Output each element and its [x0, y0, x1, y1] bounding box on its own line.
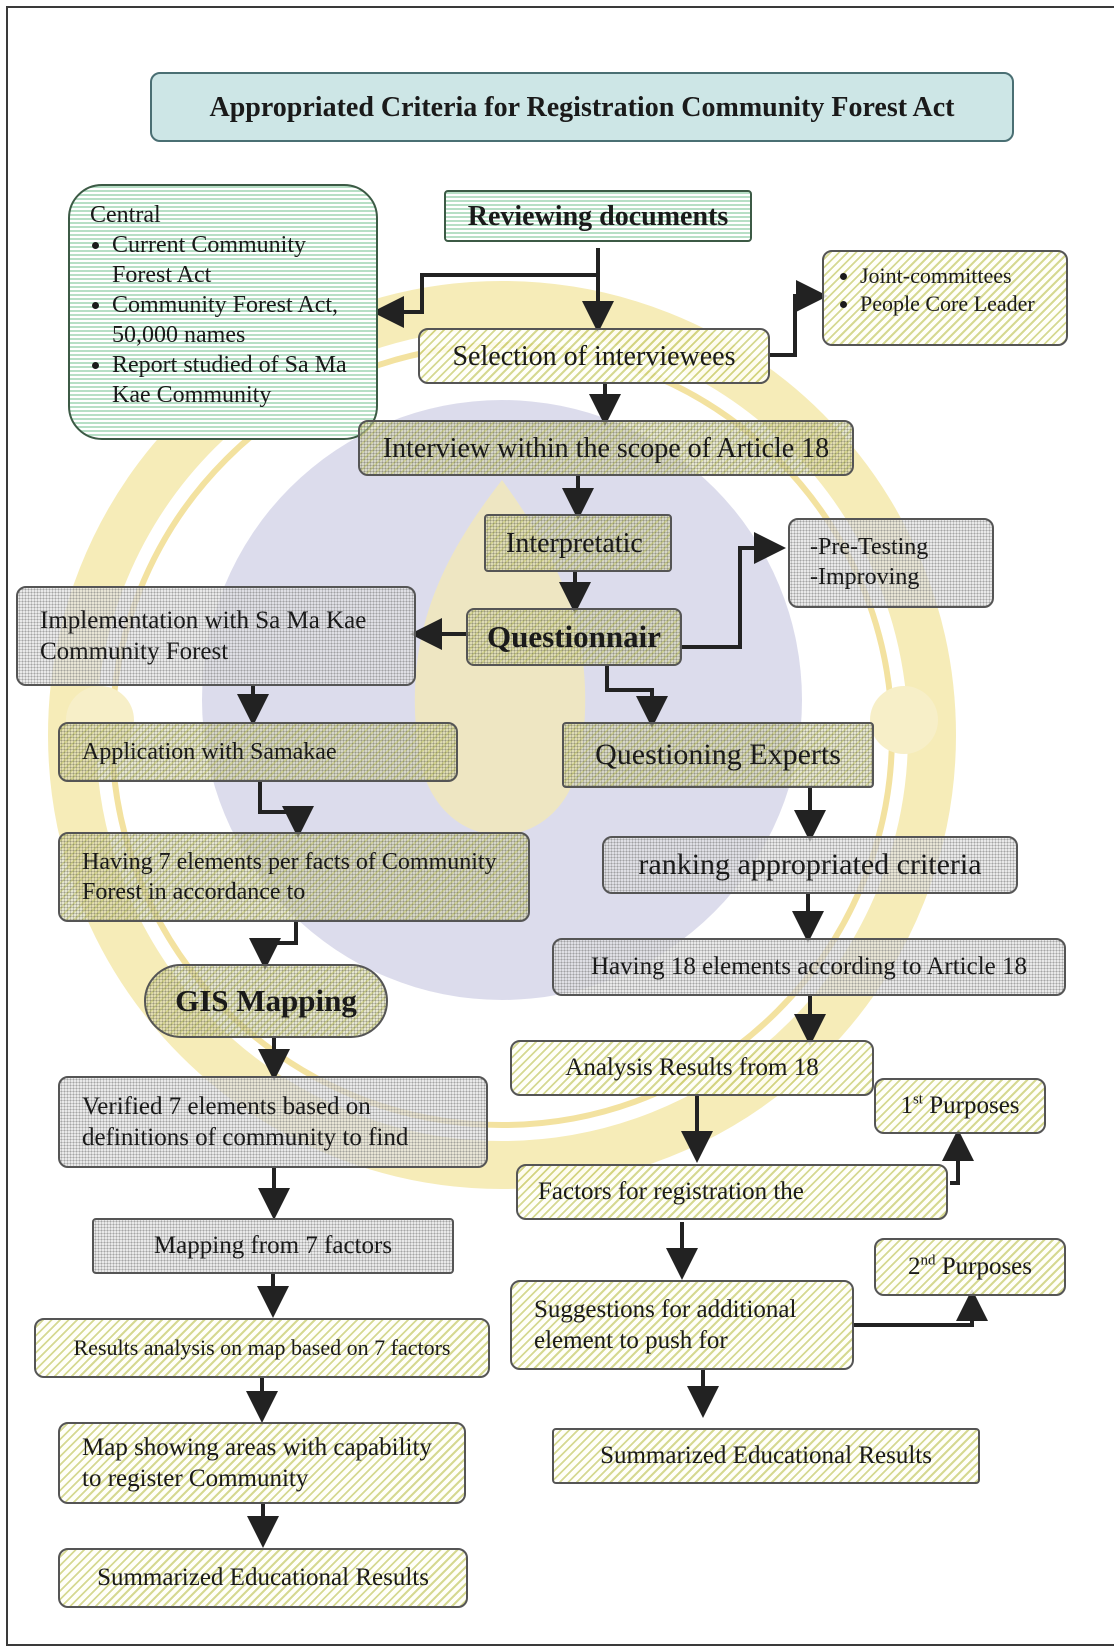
purpose-2-label: Purposes — [935, 1253, 1033, 1281]
gis-mapping-box: GIS Mapping — [144, 964, 388, 1038]
gis-mapping-text: GIS Mapping — [175, 982, 357, 1018]
seven-elements-box: Having 7 elements per facts of Community… — [58, 832, 530, 922]
map-showing-box: Map showing areas with capability to reg… — [58, 1422, 466, 1504]
ranking-box: ranking appropriated criteria — [602, 836, 1018, 894]
diagram-title-text: Appropriated Criteria for Registration C… — [209, 91, 955, 123]
verified-text: Verified 7 elements based on definitions… — [82, 1092, 409, 1151]
implementation-text: Implementation with Sa Ma Kae Community … — [40, 606, 367, 665]
central-list: Current Community Forest Act Community F… — [90, 230, 356, 410]
arrow-suggestions-to-purpose2 — [854, 1289, 988, 1327]
interpretation-text: Interpretatic — [506, 527, 643, 559]
purpose-2-box: 2nd Purposes — [874, 1238, 1066, 1296]
summary-left-text: Summarized Educational Results — [97, 1564, 429, 1592]
seven-elements-text: Having 7 elements per facts of Community… — [82, 849, 497, 905]
purpose-1-text: 1st Purposes — [900, 1090, 1019, 1121]
interviewee-item: Joint-committees — [860, 262, 1052, 290]
selection-box: Selection of interviewees — [418, 328, 770, 384]
central-heading: Central — [90, 202, 161, 228]
reviewing-documents-box: Reviewing documents — [444, 190, 752, 242]
implementation-box: Implementation with Sa Ma Kae Community … — [16, 586, 416, 686]
purpose-1-label: Purposes — [922, 1092, 1020, 1120]
arrow-review-to-central — [372, 248, 600, 328]
purpose-1-box: 1st Purposes — [874, 1078, 1046, 1134]
mapping-7-text: Mapping from 7 factors — [153, 1232, 393, 1260]
summary-right-text: Summarized Educational Results — [600, 1442, 932, 1470]
pretest-line: -Pre-Testing — [810, 534, 929, 560]
results-map-text: Results analysis on map based on 7 facto… — [73, 1335, 451, 1361]
arrow-application-to-seven — [258, 782, 314, 838]
arrow-factors-to-purpose1 — [942, 1129, 974, 1185]
arrow-seven-to-gis — [249, 920, 298, 970]
summary-right-box: Summarized Educational Results — [552, 1428, 980, 1484]
analysis-18-box: Analysis Results from 18 — [510, 1040, 874, 1096]
suggestions-text: Suggestions for additional element to pu… — [534, 1295, 797, 1354]
pretest-line: -Improving — [810, 564, 920, 590]
suggestions-box: Suggestions for additional element to pu… — [510, 1280, 854, 1370]
purpose-1-sup: st — [912, 1092, 923, 1109]
application-box: Application with Samakae — [58, 722, 458, 782]
interview-text: Interview within the scope of Article 18 — [382, 432, 830, 464]
central-item: Report studied of Sa Ma Kae Community — [112, 350, 356, 410]
seal-flower-right — [870, 686, 938, 754]
summary-left-box: Summarized Educational Results — [58, 1548, 468, 1608]
purpose-2-sup: nd — [920, 1253, 936, 1270]
diagram-title: Appropriated Criteria for Registration C… — [150, 72, 1014, 142]
analysis-18-text: Analysis Results from 18 — [565, 1054, 819, 1082]
central-item: Current Community Forest Act — [112, 230, 356, 290]
ranking-text: ranking appropriated criteria — [638, 848, 982, 882]
selection-text: Selection of interviewees — [452, 340, 736, 372]
eighteen-elements-text: Having 18 elements according to Article … — [591, 953, 1027, 981]
interpretation-box: Interpretatic — [484, 514, 672, 572]
factors-registration-box: Factors for registration the — [516, 1164, 948, 1220]
questionnaire-box: Questionnair — [466, 608, 682, 666]
purpose-1-num: 1 — [900, 1092, 913, 1120]
purpose-2-num: 2 — [907, 1253, 921, 1281]
reviewing-documents-text: Reviewing documents — [467, 200, 729, 232]
experts-box: Questioning Experts — [562, 722, 874, 788]
verified-box: Verified 7 elements based on definitions… — [58, 1076, 488, 1168]
pretest-box: -Pre-Testing -Improving — [788, 518, 994, 608]
mapping-7-box: Mapping from 7 factors — [92, 1218, 454, 1274]
interviewees-list: Joint-committees People Core Leader — [838, 262, 1052, 317]
purpose-2-text: 2nd Purposes — [908, 1251, 1032, 1282]
arrow-questionnaire-to-experts — [605, 664, 668, 728]
interviewee-item: People Core Leader — [860, 290, 1052, 318]
arrow-questionnaire-to-pretest — [682, 532, 786, 649]
central-item: Community Forest Act, 50,000 names — [112, 290, 356, 350]
central-box: Central Current Community Forest Act Com… — [68, 184, 378, 440]
results-map-box: Results analysis on map based on 7 facto… — [34, 1318, 490, 1378]
experts-text: Questioning Experts — [595, 738, 841, 772]
interview-box: Interview within the scope of Article 18 — [358, 420, 854, 476]
map-showing-text: Map showing areas with capability to reg… — [82, 1433, 432, 1492]
arrow-selection-to-interviewees — [770, 280, 828, 357]
eighteen-elements-box: Having 18 elements according to Article … — [552, 938, 1066, 996]
questionnaire-text: Questionnair — [487, 618, 661, 654]
application-text: Application with Samakae — [82, 739, 337, 765]
factors-registration-text: Factors for registration the — [538, 1178, 804, 1206]
interviewees-box: Joint-committees People Core Leader — [822, 250, 1068, 346]
